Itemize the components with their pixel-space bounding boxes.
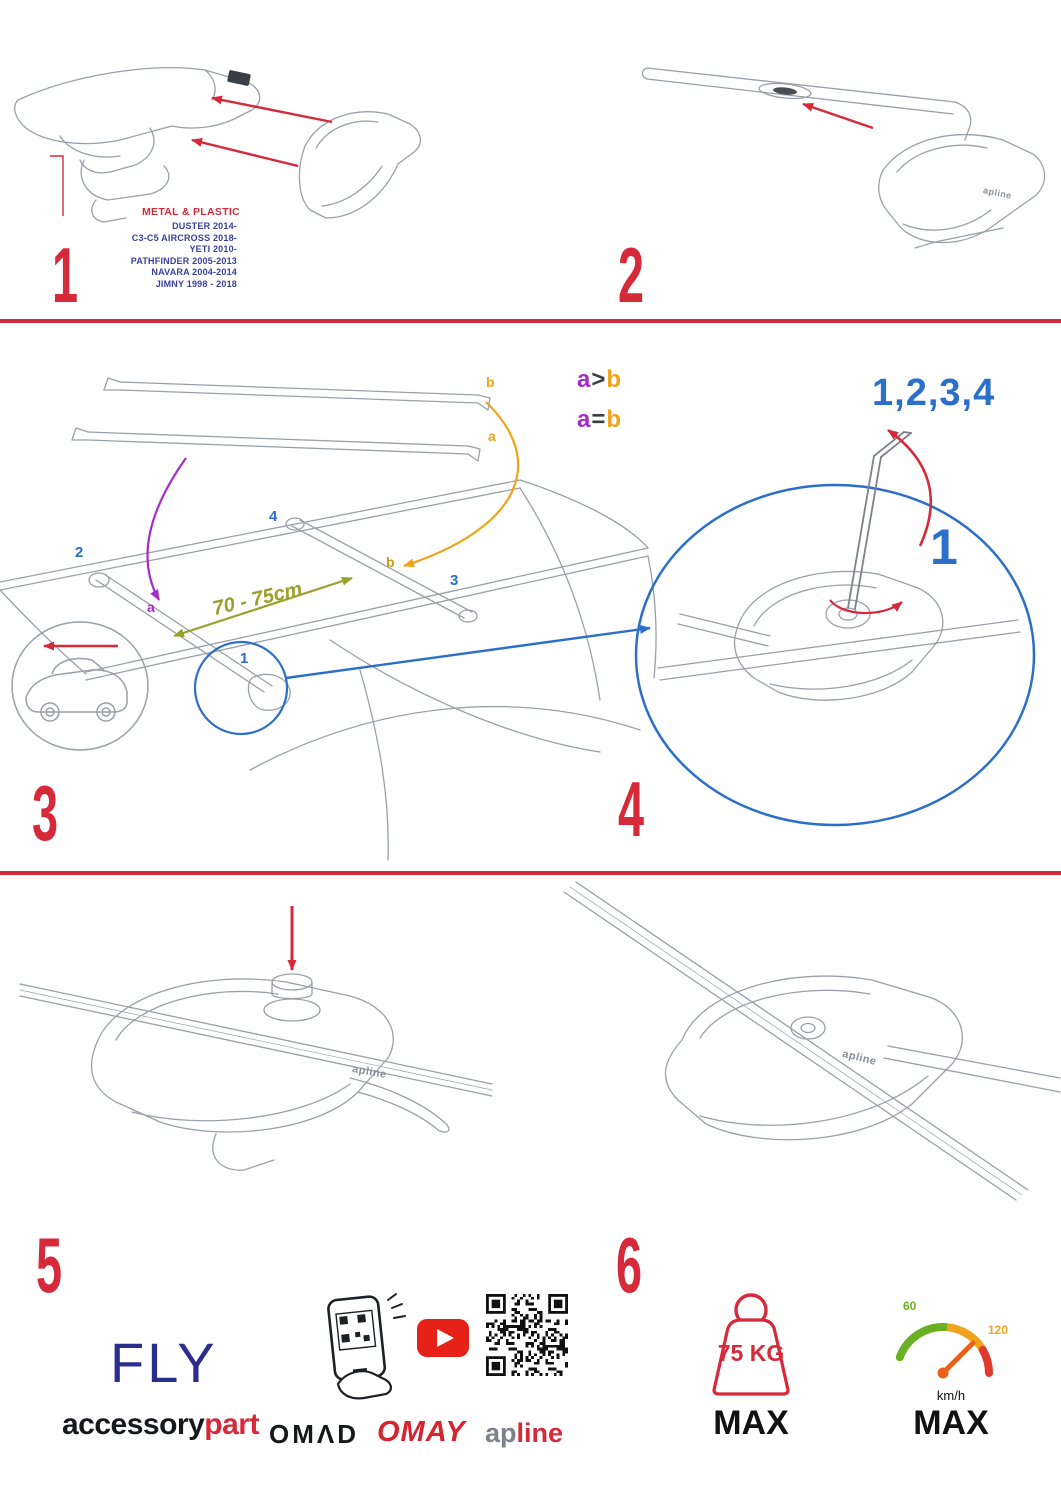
brand-apline-line: line xyxy=(516,1418,564,1448)
rule-a: a xyxy=(577,366,592,393)
step1-number: 1 xyxy=(52,231,79,319)
step4-clamp-detail-drawing xyxy=(634,428,1036,827)
bar-a-label: a xyxy=(488,428,496,444)
rule-a-equal-b: a=b xyxy=(577,406,622,434)
step2-crossbar-drawing xyxy=(641,67,1046,249)
phone-qr-scan-icon xyxy=(327,1293,406,1400)
speed-60-label: 60 xyxy=(903,1299,917,1313)
rule-b: b xyxy=(606,406,623,433)
max-speed-label: MAX xyxy=(913,1404,989,1442)
speed-unit-label: km/h xyxy=(936,1388,966,1403)
brand-omad: OMΛD xyxy=(269,1419,359,1449)
max-weight-value: 75 KG xyxy=(717,1340,785,1366)
step3-number: 3 xyxy=(32,769,59,857)
position-3-label: 3 xyxy=(450,572,459,589)
vehicle-model-list: DUSTER 2014- C3-C5 AIRCROSS 2018- YETI 2… xyxy=(55,221,237,290)
model-item: JIMNY 1998 - 2018 xyxy=(155,278,237,289)
material-label: METAL & PLASTIC xyxy=(141,206,241,218)
step5-cap-drawing xyxy=(19,906,493,1171)
roof-a-label: a xyxy=(147,599,155,615)
step6-mounted-foot-drawing xyxy=(563,881,1061,1201)
position-2-label: 2 xyxy=(75,544,84,561)
brand-accessory-text: accessory xyxy=(62,1408,205,1441)
bar-b-label: b xyxy=(486,374,495,390)
step4-number: 4 xyxy=(618,765,645,853)
speed-120-label: 120 xyxy=(988,1323,1009,1337)
brand-part-text: part xyxy=(204,1408,259,1441)
model-item: C3-C5 AIRCROSS 2018- xyxy=(131,232,237,243)
rule-operator: = xyxy=(591,406,607,433)
rule-b: b xyxy=(606,366,623,393)
model-item: NAVARA 2004-2014 xyxy=(151,267,237,277)
model-item: DUSTER 2014- xyxy=(172,221,237,231)
brand-apline-ap: ap xyxy=(485,1418,517,1448)
model-item: YETI 2010- xyxy=(189,244,237,254)
product-name: FLY xyxy=(110,1331,218,1394)
rule-a-greater-b: a>b xyxy=(577,366,622,394)
position-4-label: 4 xyxy=(269,508,278,525)
section-divider xyxy=(0,871,1061,875)
brand-omay: OMAY xyxy=(377,1416,466,1448)
rule-a: a xyxy=(577,406,592,433)
section-divider xyxy=(0,319,1061,323)
step5-number: 5 xyxy=(36,1221,63,1309)
step6-number: 6 xyxy=(616,1221,643,1309)
qr-code-icon xyxy=(486,1294,568,1376)
max-weight-label: MAX xyxy=(713,1404,789,1442)
model-item: PATHFINDER 2005-2013 xyxy=(130,255,237,266)
step3-roof-installation-drawing xyxy=(0,377,657,861)
brand-accessorypart: accessorypart xyxy=(62,1408,259,1442)
speedometer-icon xyxy=(895,1323,993,1379)
detail-reference-label: 1 xyxy=(930,519,958,575)
step2-number: 2 xyxy=(618,231,645,319)
rule-operator: > xyxy=(591,366,607,393)
tightening-sequence-label: 1,2,3,4 xyxy=(872,372,996,414)
max-weight-icon xyxy=(712,1293,790,1396)
step1-bracket-exploded-drawing xyxy=(14,67,421,223)
position-1-label: 1 xyxy=(240,650,249,667)
roof-b-label: b xyxy=(386,554,395,570)
brand-apline: apline xyxy=(485,1418,563,1449)
youtube-icon xyxy=(417,1319,469,1357)
